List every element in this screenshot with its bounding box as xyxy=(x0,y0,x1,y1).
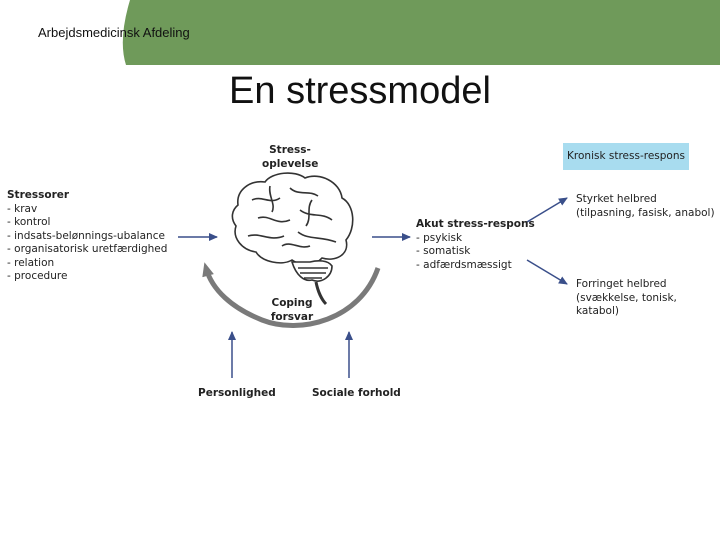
stressor-item: indsats-belønnings-ubalance xyxy=(7,230,167,244)
stressor-item: organisatorisk uretfærdighed xyxy=(7,243,167,257)
stressor-item: kontrol xyxy=(7,216,167,230)
brain-icon xyxy=(231,172,354,306)
chronic-response-box: Kronisk stress-respons xyxy=(563,143,689,170)
stress-experience-line-2: oplevelse xyxy=(262,157,319,170)
improved-health-block: Styrket helbred (tilpasning, fasisk, ana… xyxy=(576,193,715,220)
stressors-heading: Stressorer xyxy=(7,189,70,201)
stress-experience-label: Stress- oplevelse xyxy=(262,144,318,171)
acute-response-block: Akut stress-respons psykisk somatisk adf… xyxy=(416,218,535,272)
personality-label: Personlighed xyxy=(198,387,276,399)
stress-experience-line-1: Stress- xyxy=(269,144,311,156)
header-curve xyxy=(0,0,130,65)
acute-item: adfærdsmæssigt xyxy=(416,259,535,273)
acute-heading: Akut stress-respons xyxy=(416,218,535,230)
coping-arc xyxy=(202,262,381,329)
reduced-health-title: Forringet helbred xyxy=(576,278,667,290)
department-name: Arbejdsmedicinsk Afdeling xyxy=(38,25,190,40)
social-label: Sociale forhold xyxy=(312,387,401,399)
coping-line-1: Coping xyxy=(271,297,313,309)
stressors-block: Stressorer krav kontrol indsats-belønnin… xyxy=(7,189,167,284)
improved-health-title: Styrket helbred xyxy=(576,193,657,205)
stressor-item: procedure xyxy=(7,270,167,284)
reduced-health-block: Forringet helbred (svækkelse, tonisk, ka… xyxy=(576,278,720,319)
slide-title-text: En stressmodel xyxy=(229,70,491,112)
improved-health-detail: (tilpasning, fasisk, anabol) xyxy=(576,206,715,219)
acute-item: somatisk xyxy=(416,245,535,259)
coping-line-2: forsvar xyxy=(270,310,314,323)
slide-title: En stressmodel xyxy=(0,70,720,113)
arrow-acute-to-improved xyxy=(526,197,568,223)
coping-label: Coping forsvar xyxy=(266,297,318,324)
stressor-item: relation xyxy=(7,257,167,271)
acute-item: psykisk xyxy=(416,232,535,246)
stressor-item: krav xyxy=(7,203,167,217)
reduced-health-detail: (svækkelse, tonisk, katabol) xyxy=(576,291,677,318)
